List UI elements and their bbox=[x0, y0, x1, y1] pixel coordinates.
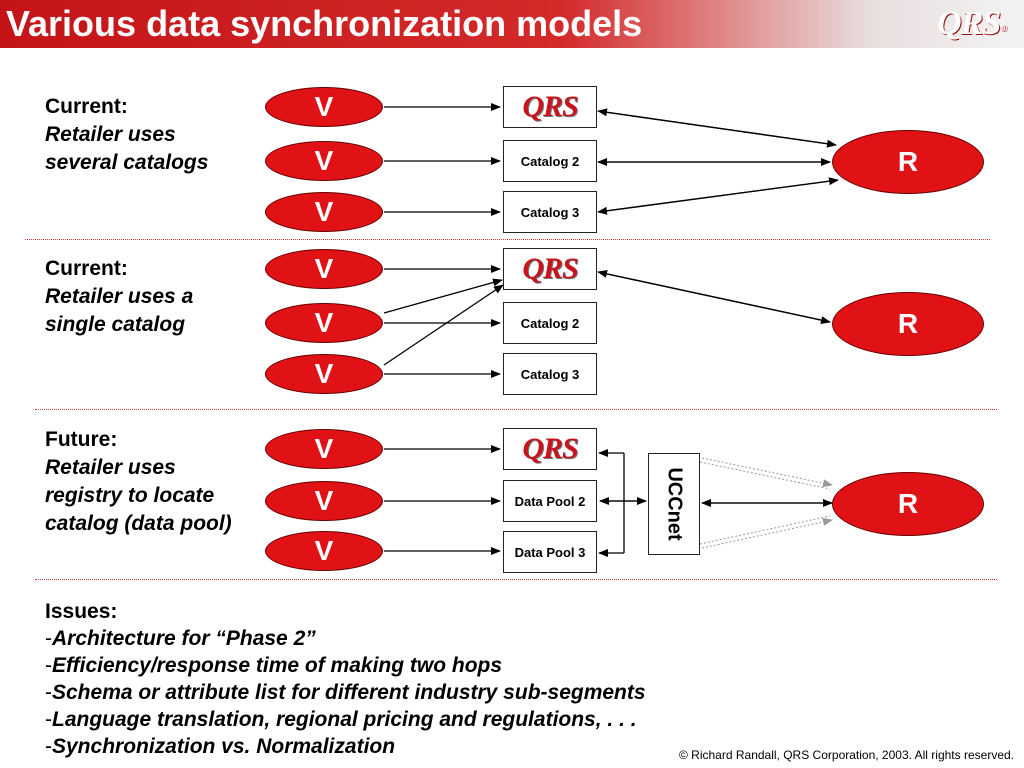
registered-mark: ® bbox=[1000, 23, 1007, 33]
issue-item: -Language translation, regional pricing … bbox=[45, 708, 637, 731]
section-1-desc-line-2: several catalogs bbox=[45, 151, 209, 174]
vendor-node: V bbox=[265, 192, 383, 232]
vendor-node: V bbox=[265, 87, 383, 127]
vendor-node: V bbox=[265, 481, 383, 521]
issues-list: Issues: -Architecture for “Phase 2” -Eff… bbox=[45, 598, 646, 760]
issues-heading: Issues: bbox=[45, 600, 118, 623]
data-pool-box: Data Pool 2 bbox=[503, 480, 597, 522]
catalog-box: Catalog 3 bbox=[503, 191, 597, 233]
qrs-logo: QRS bbox=[522, 252, 578, 285]
copyright-notice: © Richard Randall, QRS Corporation, 2003… bbox=[679, 748, 1014, 762]
issue-item: -Architecture for “Phase 2” bbox=[45, 627, 316, 650]
vendor-node: V bbox=[265, 141, 383, 181]
vendor-node: V bbox=[265, 531, 383, 571]
issue-text: Language translation, regional pricing a… bbox=[52, 708, 637, 731]
catalog-box: Catalog 2 bbox=[503, 302, 597, 344]
slide-title: Various data synchronization models bbox=[6, 3, 643, 44]
section-divider bbox=[35, 409, 997, 410]
section-3-desc-line-2: registry to locate bbox=[45, 484, 215, 507]
uccnet-registry-box: UCCnet bbox=[648, 453, 700, 555]
uccnet-label: UCCnet bbox=[663, 467, 686, 541]
issue-text: Schema or attribute list for different i… bbox=[52, 681, 646, 704]
issue-item: -Synchronization vs. Normalization bbox=[45, 735, 396, 758]
section-divider bbox=[35, 579, 997, 580]
section-3-text: Future: Retailer uses registry to locate… bbox=[45, 426, 232, 538]
section-2-text: Current: Retailer uses a single catalog bbox=[45, 255, 193, 339]
section-1-heading: Current: bbox=[45, 95, 128, 118]
section-1-text: Current: Retailer uses several catalogs bbox=[45, 93, 208, 177]
issue-text: Synchronization vs. Normalization bbox=[52, 735, 396, 758]
qrs-logo: QRS bbox=[522, 90, 578, 123]
qrs-catalog-box: QRS bbox=[503, 86, 597, 128]
section-2-desc-line-2: single catalog bbox=[45, 313, 186, 336]
issue-text: Architecture for “Phase 2” bbox=[52, 627, 316, 650]
section-divider bbox=[25, 239, 990, 240]
vendor-node: V bbox=[265, 354, 383, 394]
section-2-heading: Current: bbox=[45, 257, 128, 280]
qrs-logo-text: QRS bbox=[937, 5, 1001, 42]
issue-item: -Efficiency/response time of making two … bbox=[45, 654, 503, 677]
section-1-desc-line-1: Retailer uses bbox=[45, 123, 176, 146]
section-1-links bbox=[384, 103, 839, 216]
issue-text: Efficiency/response time of making two h… bbox=[52, 654, 503, 677]
data-pool-box: Data Pool 3 bbox=[503, 531, 597, 573]
section-3-desc-line-3: catalog (data pool) bbox=[45, 512, 232, 535]
section-3-links bbox=[384, 445, 833, 557]
qrs-logo: QRS bbox=[522, 432, 578, 465]
section-2-links bbox=[383, 265, 831, 378]
qrs-data-pool-box: QRS bbox=[503, 428, 597, 470]
retailer-node: R bbox=[832, 472, 984, 536]
vendor-node: V bbox=[265, 249, 383, 289]
catalog-box: Catalog 3 bbox=[503, 353, 597, 395]
section-3-desc-line-1: Retailer uses bbox=[45, 456, 176, 479]
section-2-desc-line-1: Retailer uses a bbox=[45, 285, 194, 308]
section-3-heading: Future: bbox=[45, 428, 118, 451]
vendor-node: V bbox=[265, 429, 383, 469]
qrs-catalog-box: QRS bbox=[503, 248, 597, 290]
retailer-node: R bbox=[832, 130, 984, 194]
retailer-node: R bbox=[832, 292, 984, 356]
vendor-node: V bbox=[265, 303, 383, 343]
title-bar: Various data synchronization models QRS® bbox=[0, 0, 1024, 48]
qrs-logo: QRS® bbox=[937, 4, 1007, 44]
issue-item: -Schema or attribute list for different … bbox=[45, 681, 646, 704]
catalog-box: Catalog 2 bbox=[503, 140, 597, 182]
